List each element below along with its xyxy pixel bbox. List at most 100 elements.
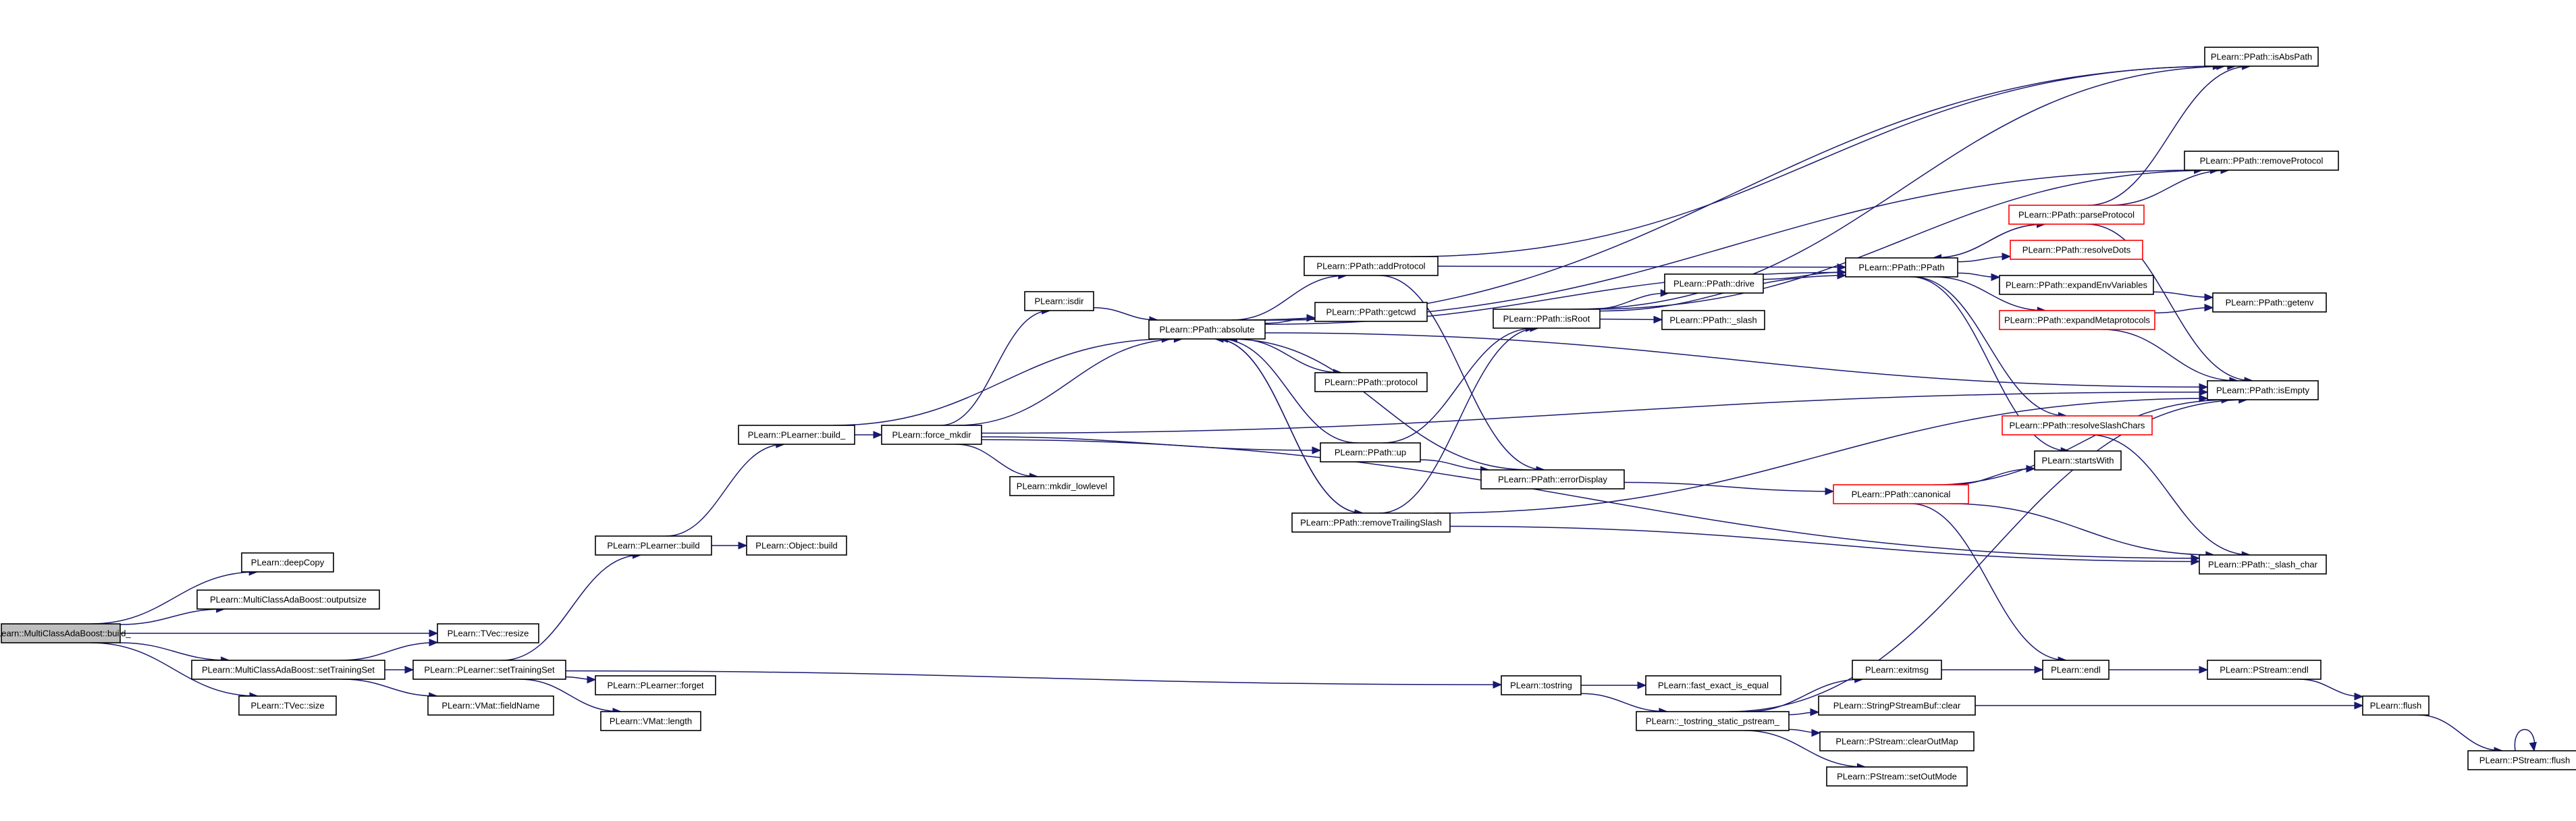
node-expandmeta[interactable]: PLearn::PPath::expandMetaprotocols bbox=[1999, 310, 2155, 330]
node-deepcopy[interactable]: PLearn::deepCopy bbox=[241, 552, 334, 573]
node-isempty[interactable]: PLearn::PPath::isEmpty bbox=[2207, 380, 2319, 400]
edge-force_mkdir-to-absolute bbox=[956, 338, 1183, 426]
node-slash-char[interactable]: PLearn::PPath::_slash_char bbox=[2199, 554, 2327, 575]
node-box bbox=[1291, 512, 1451, 533]
edge-absolute-to-isempty bbox=[1264, 332, 2208, 388]
node-outputsize[interactable]: PLearn::MultiClassAdaBoost::outputsize bbox=[196, 589, 380, 610]
node-startswith[interactable]: PLearn::startsWith bbox=[2034, 450, 2122, 471]
node-mkdir-lowlevel[interactable]: PLearn::mkdir_lowlevel bbox=[1009, 476, 1115, 496]
node-force-mkdir[interactable]: PLearn::force_mkdir bbox=[881, 425, 982, 445]
node-drive[interactable]: PLearn::PPath::drive bbox=[1664, 273, 1764, 294]
edge-force_mkdir-to-isempty bbox=[981, 391, 2208, 434]
node-endl[interactable]: PLearn::endl bbox=[2042, 660, 2110, 680]
node-expandenv[interactable]: PLearn::PPath::expandEnvVariables bbox=[1999, 275, 2154, 295]
node-box bbox=[2184, 151, 2339, 171]
edge-expandmeta-to-isempty bbox=[2102, 329, 2238, 381]
node-fast-exact[interactable]: PLearn::fast_exact_is_equal bbox=[1645, 675, 1781, 695]
node-label: PLearn::PPath::errorDisplay bbox=[1498, 475, 1607, 485]
edge-tostring_static-to-setoutmode bbox=[1744, 730, 1866, 768]
edge-absolute-to-isempty-arrowhead bbox=[2199, 383, 2209, 392]
node-tostring-static[interactable]: PLearn::_tostring_static_pstream_ bbox=[1636, 711, 1790, 731]
node-removeprotocol[interactable]: PLearn::PPath::removeProtocol bbox=[2184, 151, 2339, 171]
node-box bbox=[2207, 380, 2319, 400]
node-setoutmode[interactable]: PLearn::PStream::setOutMode bbox=[1826, 766, 1968, 787]
node-box bbox=[1009, 476, 1115, 496]
node-resolveslash[interactable]: PLearn::PPath::resolveSlashChars bbox=[2002, 415, 2153, 435]
node-tvec-resize[interactable]: PLearn::TVec::resize bbox=[437, 623, 539, 643]
node-learner-settrain[interactable]: PLearn::PLearner::setTrainingSet bbox=[412, 660, 566, 680]
node-resolvedots[interactable]: PLearn::PPath::resolveDots bbox=[2010, 240, 2143, 260]
node-errordisplay[interactable]: PLearn::PPath::errorDisplay bbox=[1480, 469, 1625, 489]
node-learner-forget[interactable]: PLearn::PLearner::forget bbox=[595, 675, 716, 695]
edge-root-to-outputsize bbox=[119, 608, 225, 625]
node-parseprotocol[interactable]: PLearn::PPath::parseProtocol bbox=[2008, 205, 2145, 225]
node-vmat-length[interactable]: PLearn::VMat::length bbox=[600, 711, 701, 731]
node-getcwd[interactable]: PLearn::PPath::getcwd bbox=[1314, 302, 1428, 322]
edge-tostring_static-to-clearoutmap-arrowhead bbox=[1811, 729, 1821, 737]
node-box bbox=[1664, 273, 1764, 294]
node-removetrailingslash[interactable]: PLearn::PPath::removeTrailingSlash bbox=[1291, 512, 1451, 533]
node-box bbox=[1818, 695, 1976, 716]
edge-force_mkdir-to-isempty-arrowhead bbox=[2199, 388, 2209, 396]
node-root[interactable]: PLearn::MultiClassAdaBoost::build_ bbox=[0, 623, 131, 643]
node-box bbox=[2010, 240, 2143, 260]
edge-up-to-isroot bbox=[1383, 327, 1534, 444]
edge-absolute-to-addprotocol bbox=[1231, 275, 1347, 321]
node-absolute[interactable]: PLearn::PPath::absolute bbox=[1148, 319, 1266, 340]
nodes-layer: PLearn::MultiClassAdaBoost::build_PLearn… bbox=[0, 47, 2576, 787]
node-canonical[interactable]: PLearn::PPath::canonical bbox=[1833, 484, 1969, 504]
edge-expandenv-to-getenv bbox=[2153, 291, 2213, 298]
node-tvec-size[interactable]: PLearn::TVec::size bbox=[238, 695, 337, 716]
edge-canonical-to-slash_char bbox=[1950, 503, 2214, 556]
node-box bbox=[1493, 309, 1601, 329]
node-getenv[interactable]: PLearn::PPath::getenv bbox=[2212, 292, 2327, 313]
edge-mcab_settrain-to-tvec_resize-arrowhead bbox=[429, 638, 439, 647]
node-label: PLearn::startsWith bbox=[2042, 456, 2114, 466]
edge-up-to-absolute bbox=[1219, 338, 1358, 444]
node-pstream-flush[interactable]: PLearn::PStream::flush bbox=[2467, 750, 2576, 770]
node-label: PLearn::PPath::expandEnvVariables bbox=[2006, 280, 2148, 290]
node-box bbox=[1148, 319, 1266, 340]
node-flush[interactable]: PLearn::flush bbox=[2362, 695, 2430, 716]
edge-removetrailingslash-to-slash_char-arrowhead bbox=[2191, 557, 2201, 566]
node-box bbox=[1480, 469, 1625, 489]
node-pstream-endl[interactable]: PLearn::PStream::endl bbox=[2207, 660, 2322, 680]
edge-force_mkdir-to-up-arrowhead bbox=[1312, 446, 1322, 454]
node-slash[interactable]: PLearn::PPath::_slash bbox=[1661, 310, 1765, 330]
node-label: PLearn::PLearner::setTrainingSet bbox=[424, 665, 555, 675]
node-addprotocol[interactable]: PLearn::PPath::addProtocol bbox=[1304, 256, 1439, 276]
edge-force_mkdir-to-mkdir_lowlevel bbox=[955, 444, 1038, 477]
node-learner-build-[interactable]: PLearn::PLearner::build_ bbox=[738, 425, 855, 445]
node-isdir[interactable]: PLearn::isdir bbox=[1024, 291, 1094, 311]
edge-absolute-to-protocol bbox=[1236, 338, 1342, 373]
edge-drive-to-ppath-arrowhead bbox=[1837, 268, 1847, 276]
edge-parseprotocol-to-removeprotocol bbox=[2108, 169, 2230, 206]
node-label: PLearn::PPath::resolveDots bbox=[2022, 245, 2131, 255]
edge-parseprotocol-to-isabspath bbox=[2087, 65, 2251, 206]
edge-removetrailingslash-to-slash_char bbox=[1449, 525, 2200, 562]
node-clearoutmap[interactable]: PLearn::PStream::clearOutMap bbox=[1819, 731, 1975, 751]
node-isabspath[interactable]: PLearn::PPath::isAbsPath bbox=[2204, 47, 2319, 67]
node-label: PLearn::PPath::addProtocol bbox=[1316, 261, 1425, 271]
node-label: PLearn::PPath::getenv bbox=[2226, 298, 2314, 308]
node-isroot[interactable]: PLearn::PPath::isRoot bbox=[1493, 309, 1601, 329]
node-learner-build[interactable]: PLearn::PLearner::build bbox=[595, 535, 712, 556]
edge-removetrailingslash-to-isempty-arrowhead bbox=[2199, 394, 2209, 402]
node-object-build[interactable]: PLearn::Object::build bbox=[746, 535, 847, 556]
node-box bbox=[1501, 675, 1582, 695]
node-box bbox=[1320, 442, 1421, 462]
node-label: PLearn::force_mkdir bbox=[892, 430, 971, 440]
node-exitmsg[interactable]: PLearn::exitmsg bbox=[1852, 660, 1942, 680]
node-up[interactable]: PLearn::PPath::up bbox=[1320, 442, 1421, 462]
edge-absolute-to-removeprotocol bbox=[1264, 169, 2203, 321]
node-tostring[interactable]: PLearn::tostring bbox=[1501, 675, 1582, 695]
node-spsb-clear[interactable]: PLearn::StringPStreamBuf::clear bbox=[1818, 695, 1976, 716]
node-label: PLearn::fast_exact_is_equal bbox=[1658, 681, 1769, 691]
node-box bbox=[738, 425, 855, 445]
edge-drive-to-ppath bbox=[1763, 271, 1846, 280]
node-vmat-fieldname[interactable]: PLearn::VMat::fieldName bbox=[427, 695, 554, 716]
node-ppath[interactable]: PLearn::PPath::PPath bbox=[1845, 257, 1958, 277]
node-mcab-settrain[interactable]: PLearn::MultiClassAdaBoost::setTrainingS… bbox=[191, 660, 385, 680]
node-protocol[interactable]: PLearn::PPath::protocol bbox=[1314, 372, 1428, 392]
